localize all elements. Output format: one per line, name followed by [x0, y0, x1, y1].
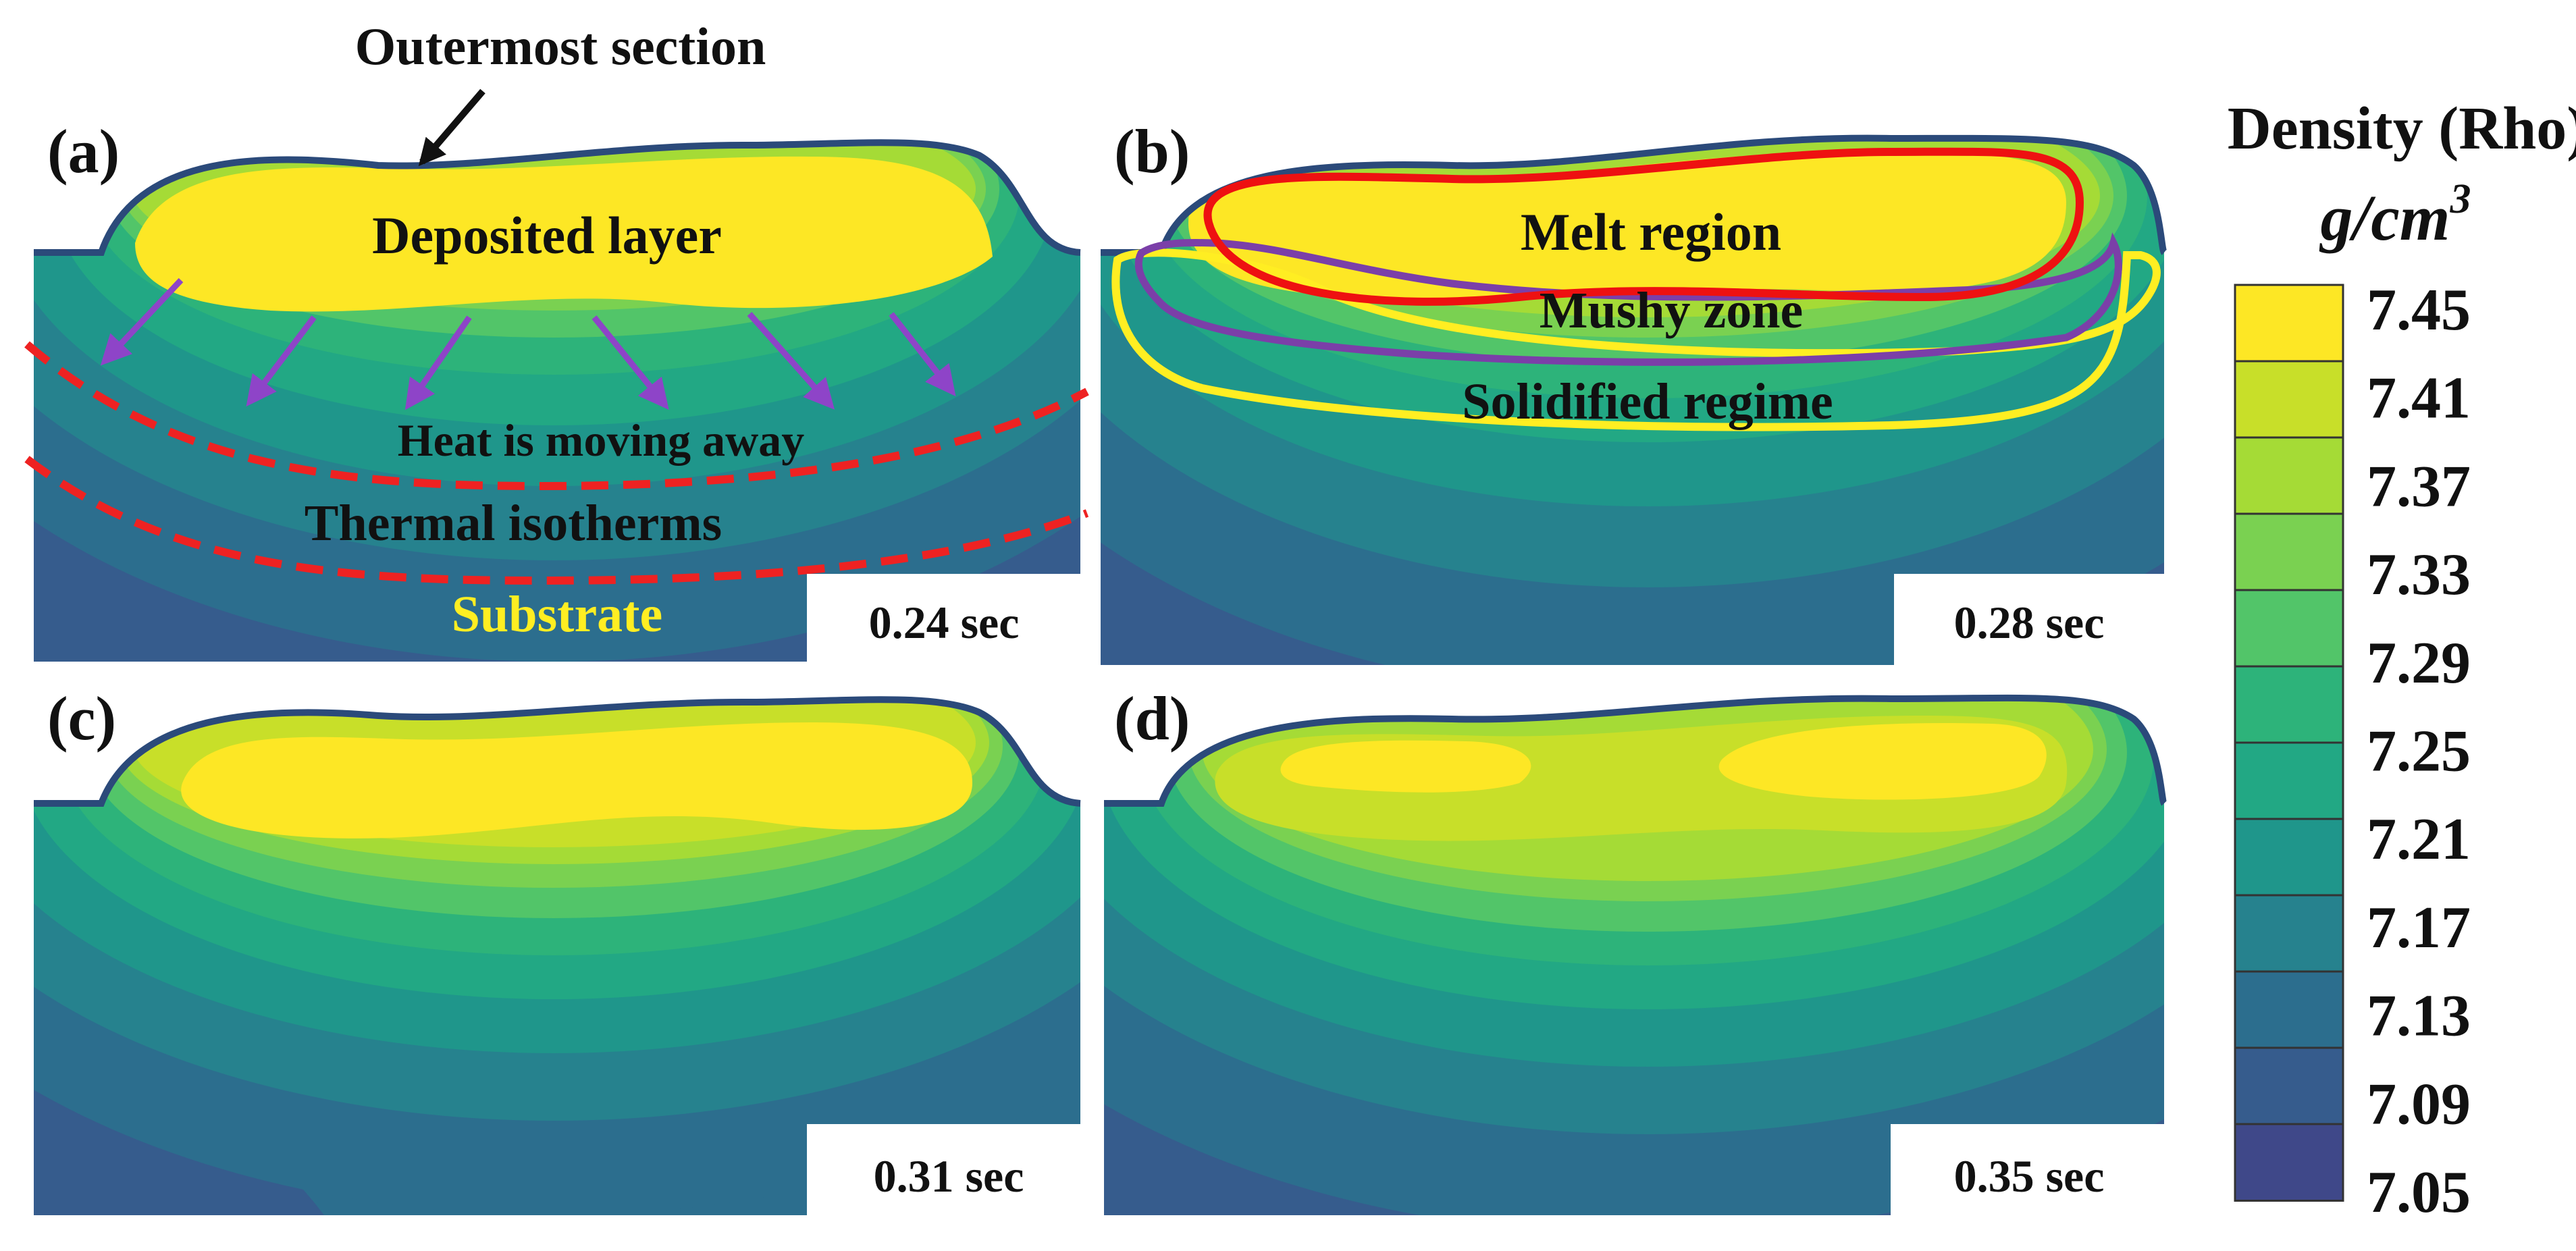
time-label: 0.24 sec: [869, 597, 1020, 648]
colorbar-segment: [2234, 360, 2344, 439]
colorbar-segment: [2234, 284, 2344, 363]
heat-arrow: [592, 315, 669, 410]
heat-arrow: [889, 312, 956, 397]
colorbar-segment: [2234, 665, 2344, 744]
colorbar-tick-label: 7.45: [2367, 277, 2471, 343]
panel-b: 0.28 sec (b) Melt region Mushy zone Soli…: [1101, 117, 2167, 666]
colorbar-segment: [2234, 589, 2344, 668]
heat-label: Heat is moving away: [398, 415, 805, 466]
heat-flow-arrows: [100, 277, 956, 410]
colorbar-tick-label: 7.09: [2367, 1071, 2471, 1137]
panel-c-contours: [34, 699, 1080, 1215]
colorbar-tick-label: 7.21: [2367, 807, 2471, 872]
colorbar-segment: [2234, 741, 2344, 820]
time-label: 0.35 sec: [1954, 1150, 2105, 1202]
time-box: [807, 574, 1080, 665]
panel-a: 0.24 sec (a) Outermost section Deposited…: [24, 17, 1089, 665]
colorbar-segment: [2234, 818, 2344, 897]
colorbar-ticks: 7.45 7.41 7.37 7.33 7.29 7.25 7.21 7.17 7.13 7.09…: [2367, 277, 2471, 1225]
colorbar-title: Density (Rho): [2228, 95, 2576, 162]
panel-tag: (d): [1114, 684, 1190, 753]
colorbar-tick-label: 7.29: [2367, 631, 2471, 696]
colorbar-segment: [2234, 436, 2344, 515]
colorbar: Density (Rho) g/cm3 7.45 7.41 7.37 7.33 7.29…: [2228, 95, 2576, 1225]
deposited-label: Deposited layer: [372, 206, 722, 265]
panel-d: 0.35 sec (d): [1104, 684, 2167, 1215]
colorbar-segment: [2234, 970, 2344, 1049]
solidified-label: Solidified regime: [1462, 373, 1833, 430]
time-label: 0.31 sec: [874, 1150, 1024, 1202]
isotherm-line: [24, 456, 1089, 585]
panel-a-contours: [34, 142, 1080, 662]
heat-arrow: [404, 315, 472, 410]
panel-tag: (a): [47, 117, 120, 186]
colorbar-tick-label: 7.17: [2367, 895, 2471, 961]
outermost-label: Outermost section: [355, 17, 766, 76]
heat-arrow: [246, 315, 317, 407]
melt-outline: [1203, 147, 2084, 306]
colorbar-segment: [2234, 894, 2344, 973]
colorbar-segment: [2234, 1123, 2344, 1202]
colorbar-segment: [2234, 1046, 2344, 1125]
colorbar-unit: g/cm3: [2319, 176, 2471, 254]
panel-tag: (c): [47, 684, 116, 753]
colorbar-tick-label: 7.25: [2367, 719, 2471, 784]
colorbar-segments: [2234, 284, 2344, 1202]
time-label: 0.28 sec: [1954, 597, 2105, 648]
panel-tag: (b): [1114, 117, 1190, 186]
colorbar-segment: [2234, 512, 2344, 591]
substrate-label: Substrate: [452, 586, 662, 643]
melt-label: Melt region: [1521, 203, 1781, 261]
colorbar-tick-label: 7.05: [2367, 1160, 2471, 1225]
colorbar-tick-label: 7.33: [2367, 542, 2471, 608]
isotherm-line: [24, 341, 1089, 491]
colorbar-tick-label: 7.41: [2367, 366, 2471, 431]
time-box: [1894, 574, 2164, 665]
heat-arrow: [747, 312, 835, 410]
mushy-outline: [1134, 232, 2122, 366]
colorbar-tick-label: 7.37: [2367, 454, 2471, 519]
heat-arrow: [100, 277, 184, 366]
time-box: [807, 1124, 1080, 1215]
time-box: [1891, 1124, 2164, 1215]
mushy-label: Mushy zone: [1540, 282, 1804, 339]
isotherm-label: Thermal isotherms: [305, 495, 722, 552]
colorbar-tick-label: 7.13: [2367, 984, 2471, 1049]
panel-c: 0.31 sec (c): [34, 684, 1081, 1215]
outermost-pointer: [418, 88, 485, 167]
solidified-outline: [1111, 248, 2161, 431]
